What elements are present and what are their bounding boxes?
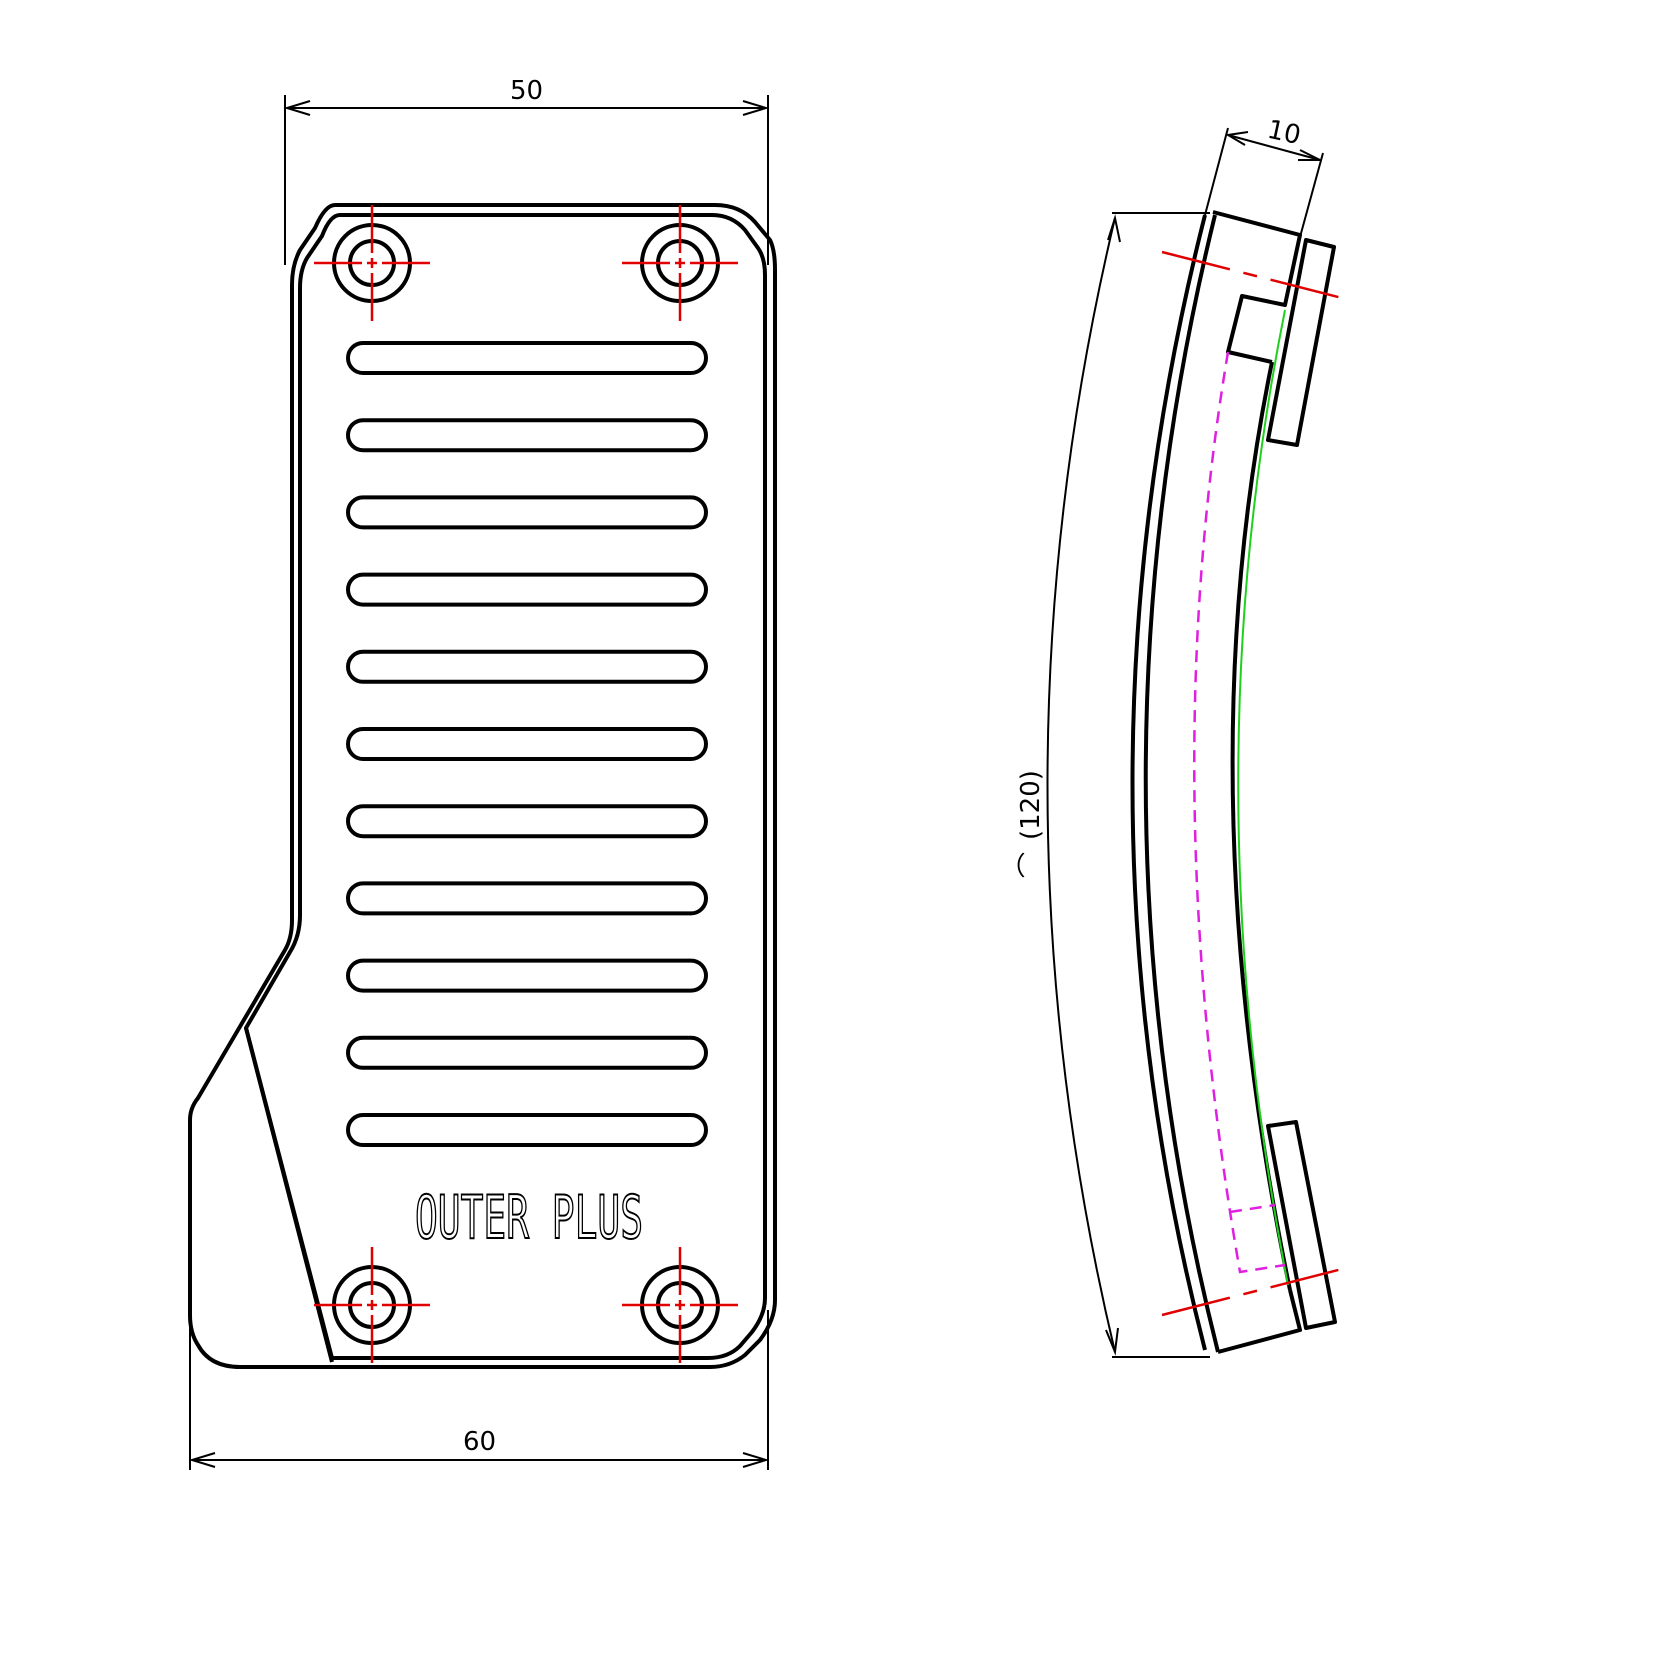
hidden-line (1193, 351, 1286, 1274)
slot (346, 727, 708, 761)
slot (346, 1035, 708, 1070)
bottom-centerline (1161, 1265, 1351, 1317)
top-centerline (1161, 250, 1351, 302)
hole-centerline (622, 205, 738, 321)
mounting-hole (622, 205, 738, 321)
side-view: 10 ⌒ (120) (1016, 115, 1351, 1358)
slot (346, 881, 708, 916)
pedal-back-curve (1230, 361, 1292, 1291)
slot (346, 341, 708, 375)
mounting-hole (622, 1247, 738, 1363)
pedal-inner-outline (244, 213, 767, 1360)
dimension-label-50: 50 (510, 76, 543, 106)
heel-edge-line (244, 1027, 334, 1363)
mounting-hole (314, 1247, 430, 1363)
mounting-holes (314, 205, 738, 1363)
bottom-cap (1217, 1289, 1302, 1354)
pedal-outer-outline (188, 203, 777, 1369)
mounting-hole (314, 205, 430, 321)
pedal-face-curve-inner (1143, 214, 1220, 1353)
hole-centerline (314, 205, 430, 321)
bottom-clip (1266, 1120, 1337, 1330)
arc-symbol: ⌒ (1017, 852, 1047, 878)
slot (346, 958, 708, 993)
dimension-50: 50 (283, 76, 770, 265)
dimension-arc-120: ⌒ (120) (1016, 212, 1210, 1358)
dimension-label-60: 60 (463, 1427, 496, 1457)
front-view: OUTER PLUS 50 60 (188, 76, 777, 1470)
pedal-face-curve-outer (1130, 214, 1207, 1351)
hole-centerline (622, 1247, 738, 1363)
slot (346, 418, 708, 453)
slot (346, 649, 708, 684)
slot (346, 804, 708, 839)
slot (346, 572, 708, 607)
hole-centerline (314, 1247, 430, 1363)
top-clip (1266, 238, 1336, 447)
dimension-60: 60 (188, 1120, 770, 1470)
slot (346, 1113, 708, 1147)
dimension-label-10: 10 (1265, 115, 1304, 151)
dimension-10: 10 (1204, 115, 1324, 238)
slots (346, 341, 708, 1147)
contact-line (1237, 309, 1289, 1286)
slot (346, 495, 708, 530)
logo-text: OUTER PLUS (415, 1183, 643, 1253)
top-cap (1212, 210, 1302, 364)
dimension-label-120: (120) (1016, 770, 1046, 840)
